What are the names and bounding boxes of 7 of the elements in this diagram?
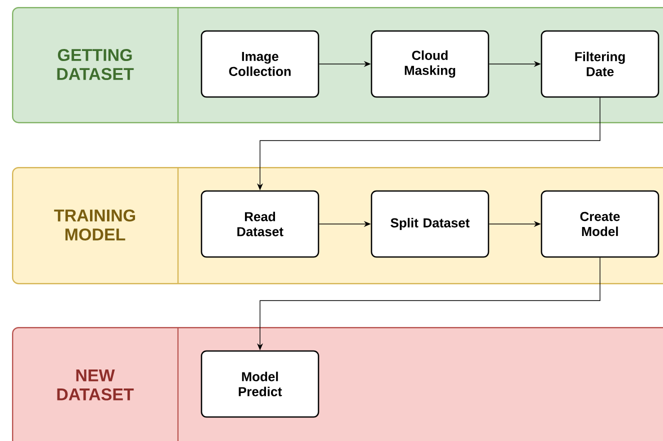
process-box: Create Model <box>540 190 660 258</box>
process-box: Cloud Masking <box>370 30 490 98</box>
process-box: Filtering Date <box>540 30 660 98</box>
process-box: Model Predict <box>200 350 320 418</box>
process-box: Split Dataset <box>370 190 490 258</box>
process-box: Image Collection <box>200 30 320 98</box>
process-box: Read Dataset <box>200 190 320 258</box>
